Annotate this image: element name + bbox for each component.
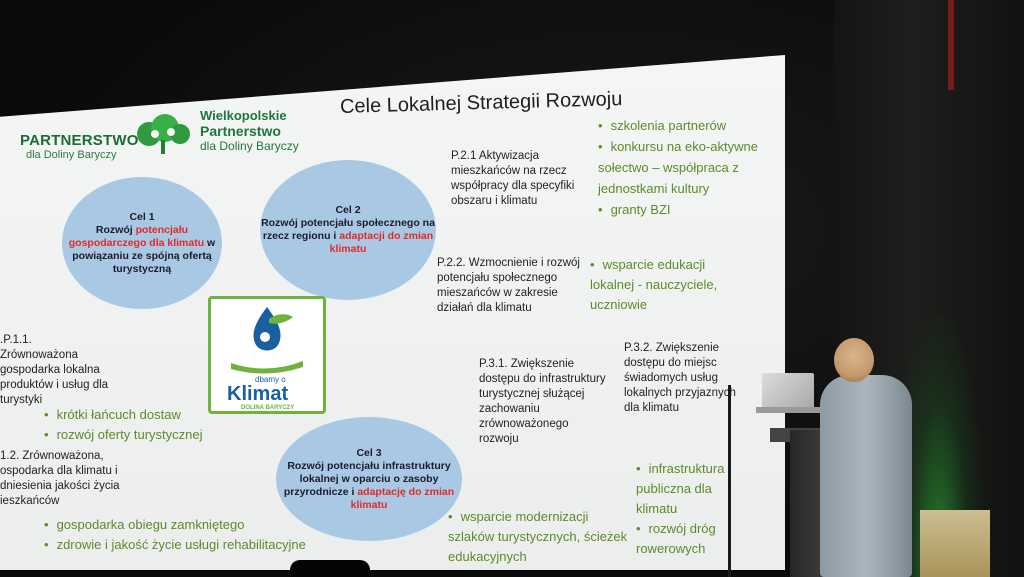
p31-text: P.3.1. Zwiększenie dostępu do infrastruk…: [479, 358, 606, 445]
projection-screen: PARTNERSTWO dla Doliny Baryczy Wielkopol…: [0, 55, 785, 570]
list-item: krótki łańcuch dostaw: [44, 405, 244, 425]
p21-text: P.2.1 Aktywizacja mieszkańców na rzecz w…: [451, 150, 575, 207]
cel1-circle: Cel 1 Rozwój potencjału gospodarczego dl…: [62, 177, 222, 309]
slide-title: Cele Lokalnej Strategii Rozwoju: [339, 88, 623, 118]
list-item: rozwój oferty turystycznej: [44, 425, 244, 445]
red-light-strip: [948, 0, 954, 90]
p22-bullets: wsparcie edukacji lokalnej - nauczyciele…: [590, 255, 740, 315]
p11-text: .P.1.1. Zrównoważona gospodarka lokalna …: [0, 334, 109, 406]
tree-logo-icon: [137, 114, 190, 154]
p22-text: P.2.2. Wzmocnienie i rozwój potencjału s…: [437, 257, 580, 314]
speaker-head: [834, 338, 874, 382]
list-item: rozwój dróg rowerowych: [636, 519, 756, 559]
klimat-logo: dbamy o Klimat DOLINA BARYCZY: [208, 296, 326, 414]
laptop-base: [756, 407, 826, 413]
p32-text: P.3.2. Zwiększenie dostępu do miejsc świ…: [624, 342, 736, 414]
p12-text: 1.2. Zrównoważona, ospodarka dla klimatu…: [0, 450, 120, 507]
list-item: infrastruktura publiczna dla klimatu: [636, 459, 756, 519]
list-item: zdrowie i jakość życie usługi rehabilita…: [44, 535, 324, 555]
list-item: wsparcie modernizacji szlaków turystyczn…: [448, 507, 628, 567]
list-item: szkolenia partnerów: [598, 115, 768, 136]
drop-leaf-icon: [231, 307, 303, 374]
audience-heads: [290, 560, 370, 577]
p11-bullets: krótki łańcuch dostaw rozwój oferty tury…: [44, 405, 244, 445]
list-item: gospodarka obiegu zamkniętego: [44, 515, 324, 535]
list-item: konkursu na eko-aktywne sołectwo – współ…: [598, 136, 768, 199]
microphone-stand: [728, 385, 731, 577]
books-stack: [920, 510, 990, 577]
laptop: [762, 373, 814, 409]
list-item: granty BZI: [598, 199, 768, 220]
speaker-body: [820, 375, 912, 577]
wielkopolskie-logo-text: Wielkopolskie Partnerstwo dla Doliny Bar…: [200, 108, 299, 153]
p31-bullets: wsparcie modernizacji szlaków turystyczn…: [448, 507, 628, 567]
p32-bullets: infrastruktura publiczna dla klimatu roz…: [636, 459, 756, 559]
list-item: wsparcie edukacji lokalnej - nauczyciele…: [590, 255, 740, 315]
partnerstwo-logo-text: PARTNERSTWO dla Doliny Baryczy: [20, 132, 139, 161]
p12-bullets: gospodarka obiegu zamkniętego zdrowie i …: [44, 515, 324, 555]
p21-bullets: szkolenia partnerów konkursu na eko-akty…: [598, 115, 768, 220]
cel2-circle: Cel 2 Rozwój potencjału społecznego na r…: [260, 160, 436, 300]
